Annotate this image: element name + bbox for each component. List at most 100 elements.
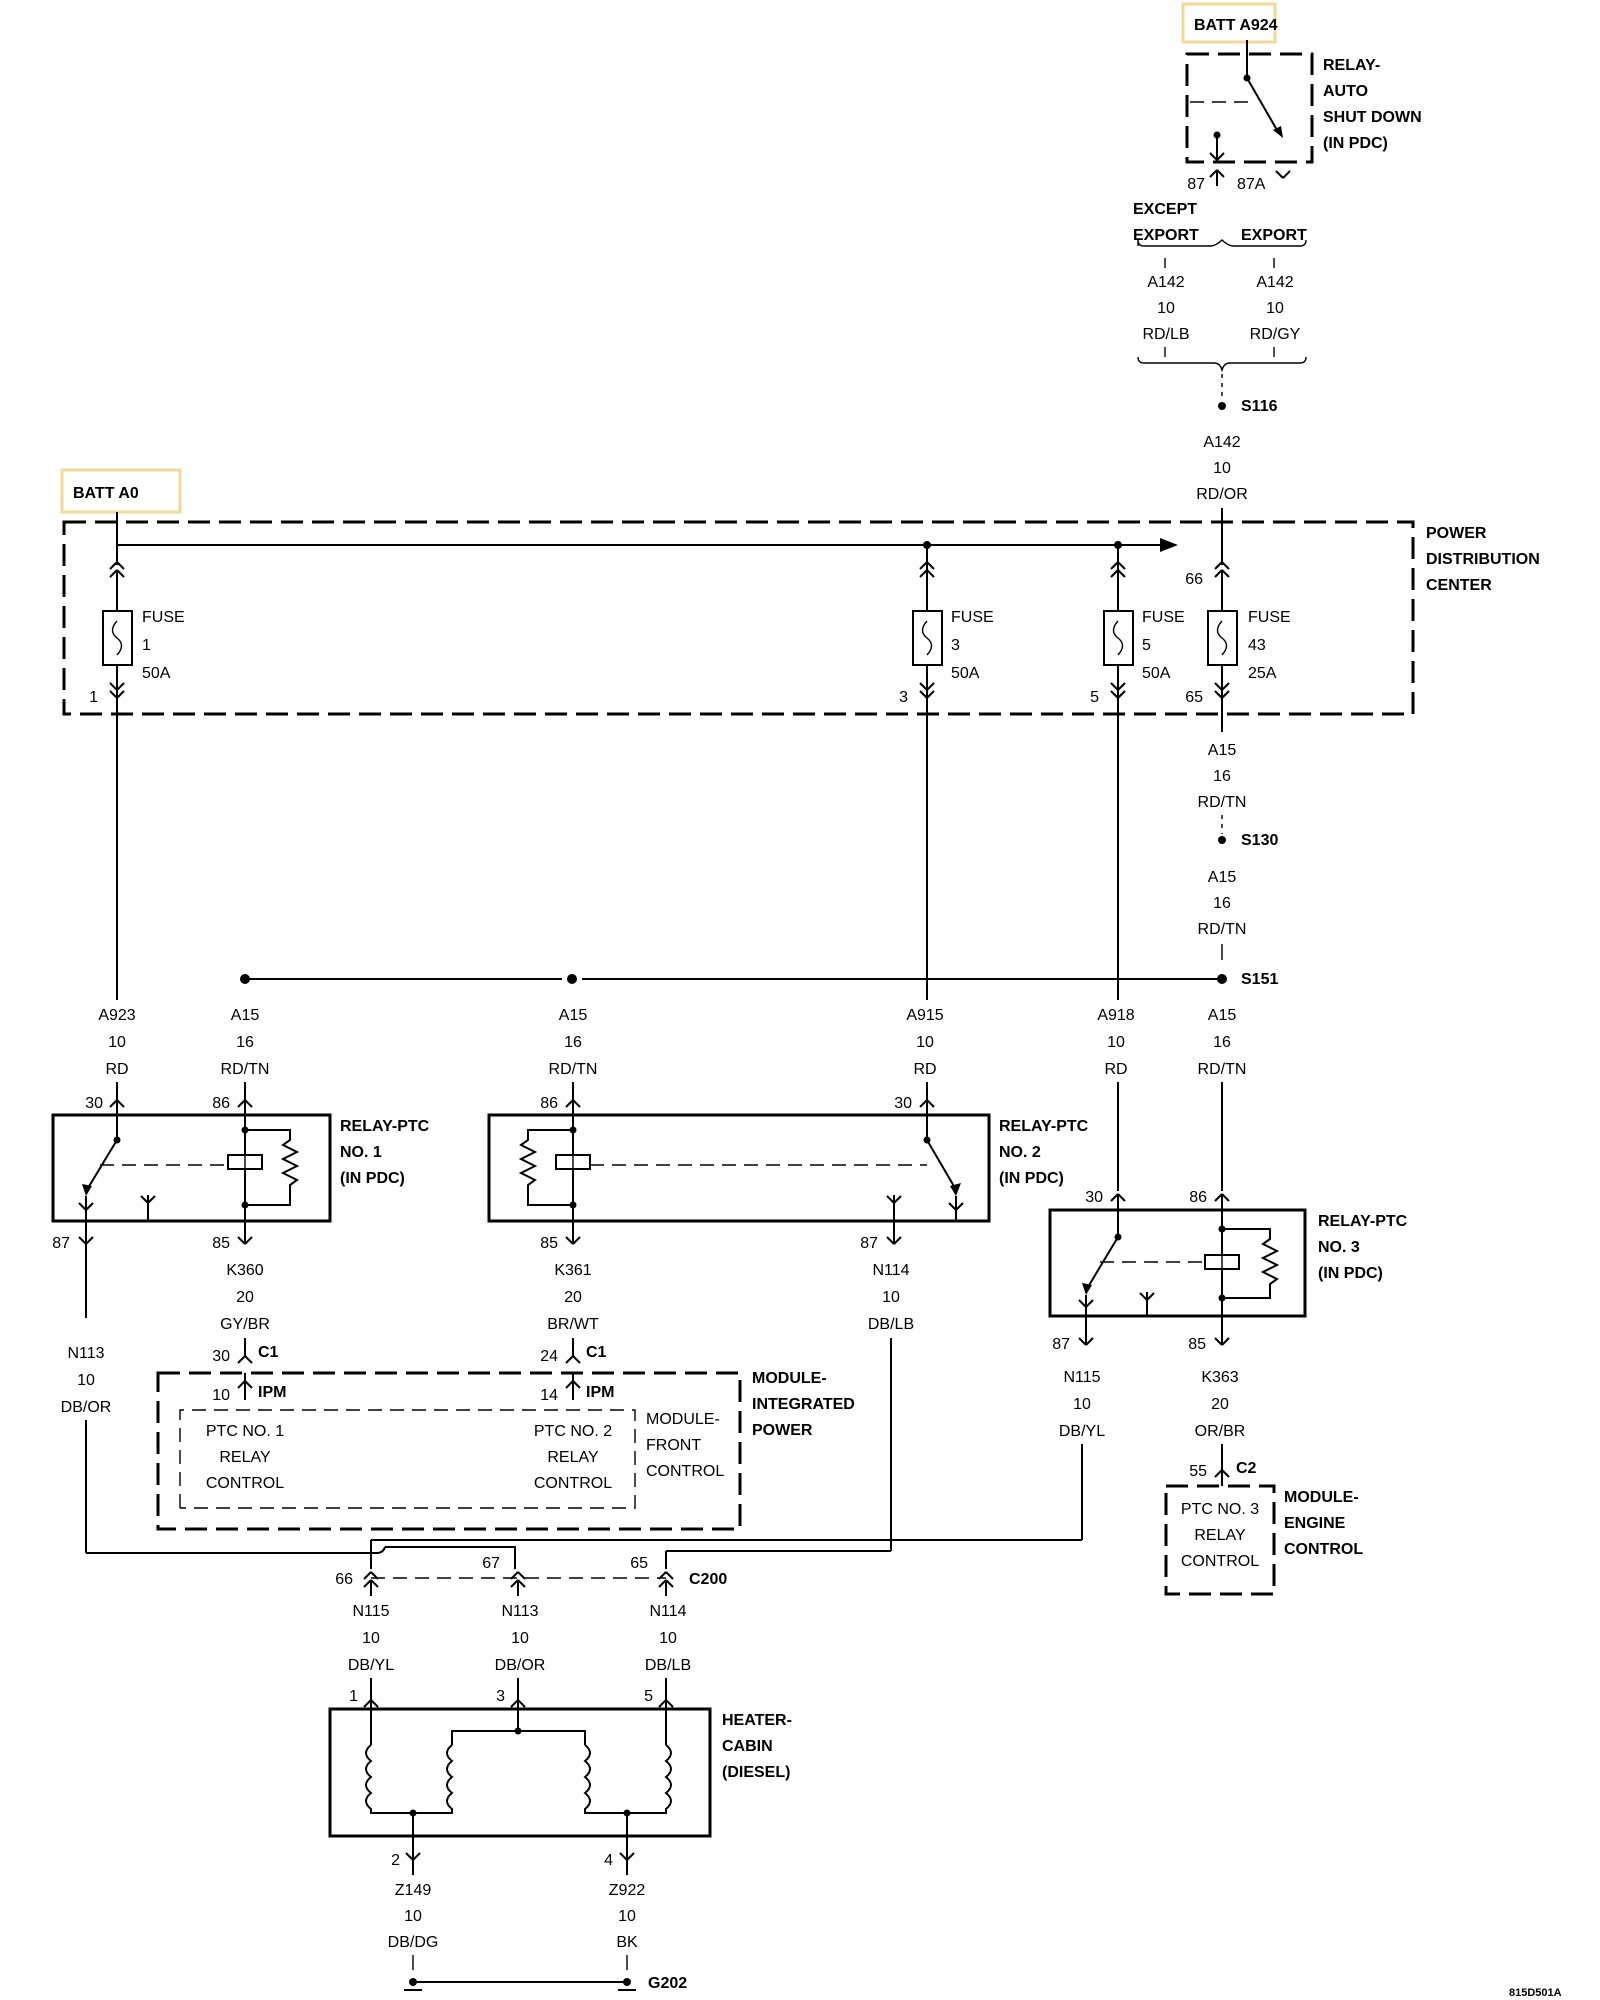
- r3-pin-85: 85: [1188, 1336, 1206, 1353]
- r1-name-2: NO. 1: [340, 1144, 382, 1161]
- wire-n114-r2-color: DB/LB: [868, 1316, 914, 1333]
- asd-relay-name-3: SHUT DOWN: [1323, 109, 1422, 126]
- ptc2-ctrl-1: PTC NO. 2: [534, 1423, 612, 1440]
- fuse-43: FUSE 43 25A 66 65: [1185, 561, 1291, 706]
- splice-s116: S116: [1241, 398, 1278, 415]
- module-integrated-power: 30 C1 24 C1 10 IPM 14 IPM PTC NO. 1 RELA…: [156, 1338, 855, 1531]
- wire-a915-gauge: 10: [916, 1034, 934, 1051]
- wire-a15-r1-id: A15: [231, 1007, 260, 1024]
- ipm-pin-10: 10: [212, 1387, 230, 1404]
- wire-a15-r1-gauge: 16: [236, 1034, 254, 1051]
- wire-a15-r3-id: A15: [1208, 1007, 1237, 1024]
- wire-n114-c-color: DB/LB: [645, 1657, 691, 1674]
- wire-a15-s130-color: RD/TN: [1198, 921, 1247, 938]
- wire-n114-r2-id: N114: [872, 1262, 909, 1279]
- c200-pin-65: 65: [630, 1555, 648, 1572]
- variant-split: EXCEPT EXPORT EXPORT A142 10 RD/LB A142 …: [1133, 201, 1307, 565]
- wire-n115-c-id: N115: [352, 1603, 389, 1620]
- fcm-name-1: MODULE-: [646, 1411, 720, 1428]
- relay-ptc-1: 30 86 RELAY-PTC NO. 1 (IN PDC) 87 85: [51, 1095, 430, 1318]
- r2-pin-85: 85: [540, 1235, 558, 1252]
- relay-ptc-3: 30 86 RELAY-PTC NO. 3 (IN PDC) 87 85: [1048, 1189, 1408, 1353]
- wire-z149-id: Z149: [395, 1882, 432, 1899]
- a15-feed: A15 16 RD/TN S130 A15 16 RD/TN S151: [116, 698, 1278, 1000]
- export-label: EXPORT: [1241, 227, 1307, 244]
- fuse1-pin: 1: [89, 689, 98, 706]
- fuse1-label-2: 1: [142, 637, 151, 654]
- fuse5-label-3: 50A: [1142, 665, 1171, 682]
- wire-a918-gauge: 10: [1107, 1034, 1125, 1051]
- wire-n115-c-gauge: 10: [362, 1630, 380, 1647]
- wire-n113-r1-color: DB/OR: [61, 1399, 112, 1416]
- ecm-name-2: ENGINE: [1284, 1515, 1346, 1532]
- fuse43-pin-out: 65: [1185, 689, 1203, 706]
- fuse1-label-3: 50A: [142, 665, 171, 682]
- c200-label: C200: [689, 1571, 727, 1588]
- wire-a15-s130-gauge: 16: [1213, 895, 1231, 912]
- wire-n115-r3-color: DB/YL: [1059, 1423, 1105, 1440]
- relay-ptc-2: 86 30 RELAY-PTC NO. 2 (IN PDC) 85 87: [487, 1095, 1089, 1252]
- wire-n115-c-color: DB/YL: [348, 1657, 394, 1674]
- batt-a924-label: BATT A924: [1194, 17, 1278, 34]
- r3-name-1: RELAY-PTC: [1318, 1213, 1408, 1230]
- wire-k361-color: BR/WT: [547, 1316, 599, 1333]
- except-export-2: EXPORT: [1133, 227, 1199, 244]
- wire-k360-color: GY/BR: [220, 1316, 270, 1333]
- ipm-name-2: INTEGRATED: [752, 1396, 855, 1413]
- except-export-1: EXCEPT: [1133, 201, 1197, 218]
- wire-n115-r3-gauge: 10: [1073, 1396, 1091, 1413]
- r3-name-3: (IN PDC): [1318, 1265, 1383, 1282]
- wire-a15-pdc-gauge: 16: [1213, 768, 1231, 785]
- figure-id: 815D501A: [1509, 1987, 1562, 1999]
- wire-z922-color: BK: [616, 1934, 638, 1951]
- asd-relay-name-2: AUTO: [1323, 83, 1368, 100]
- wire-a142-main-gauge: 10: [1213, 460, 1231, 477]
- wire-n113-c-color: DB/OR: [495, 1657, 546, 1674]
- wire-a142-except-color: RD/LB: [1142, 326, 1189, 343]
- batt-a924-block: BATT A924: [1181, 2, 1278, 44]
- fuse3-label-2: 3: [951, 637, 960, 654]
- ipm-c1-label-2: C1: [586, 1344, 607, 1361]
- ground-g202-label: G202: [648, 1975, 687, 1992]
- wire-z922-gauge: 10: [618, 1908, 636, 1925]
- r2-pin-86: 86: [540, 1095, 558, 1112]
- ecm-ctrl-2: RELAY: [1194, 1527, 1246, 1544]
- ipm-c1-pin-24: 24: [540, 1348, 558, 1365]
- splice-s116-dot: [1218, 402, 1226, 410]
- heater-name-3: (DIESEL): [722, 1764, 790, 1781]
- wire-z149-gauge: 10: [404, 1908, 422, 1925]
- r2-pin-30: 30: [894, 1095, 912, 1112]
- wire-k360-gauge: 20: [236, 1289, 254, 1306]
- wire-a923-color: RD: [105, 1061, 128, 1078]
- fuse43-label-3: 25A: [1248, 665, 1277, 682]
- ptc1-ctrl-1: PTC NO. 1: [206, 1423, 284, 1440]
- heater-pin-1: 1: [349, 1688, 358, 1705]
- fuse-3: FUSE 3 50A 3: [899, 545, 994, 706]
- wire-k363-gauge: 20: [1211, 1396, 1229, 1413]
- wire-n115-r3-id: N115: [1063, 1369, 1100, 1386]
- wire-k360-id: K360: [226, 1262, 263, 1279]
- ptc1-ctrl-3: CONTROL: [206, 1475, 284, 1492]
- wire-a142-export-color: RD/GY: [1250, 326, 1301, 343]
- heater-cabin: 1 3 5 HEATER- CABIN (DIESEL) 2 4: [328, 1688, 792, 1869]
- ptc2-ctrl-2: RELAY: [547, 1449, 599, 1466]
- ipm-name-1: MODULE-: [752, 1370, 827, 1387]
- r1-pin-87: 87: [52, 1235, 70, 1252]
- r3-pin-87: 87: [1052, 1336, 1070, 1353]
- fuse3-label-1: FUSE: [951, 609, 994, 626]
- ecm-pin-55: 55: [1189, 1463, 1207, 1480]
- relay-feed-labels: A923 10 RD A15 16 RD/TN A15 16 RD/TN A91…: [98, 1007, 1246, 1191]
- heater-name-2: CABIN: [722, 1738, 773, 1755]
- wire-a918-color: RD: [1104, 1061, 1127, 1078]
- wire-a15-s130-id: A15: [1208, 869, 1237, 886]
- heater-pin-5: 5: [644, 1688, 653, 1705]
- wire-a915-id: A915: [906, 1007, 943, 1024]
- fuse43-label-2: 43: [1248, 637, 1266, 654]
- wire-a15-r1-color: RD/TN: [221, 1061, 270, 1078]
- wire-a915-color: RD: [913, 1061, 936, 1078]
- ipm-label-2: IPM: [586, 1384, 614, 1401]
- r2-pin-87: 87: [860, 1235, 878, 1252]
- asd-relay-name-4: (IN PDC): [1323, 135, 1388, 152]
- r3-pin-86: 86: [1189, 1189, 1207, 1206]
- fcm-name-3: CONTROL: [646, 1463, 724, 1480]
